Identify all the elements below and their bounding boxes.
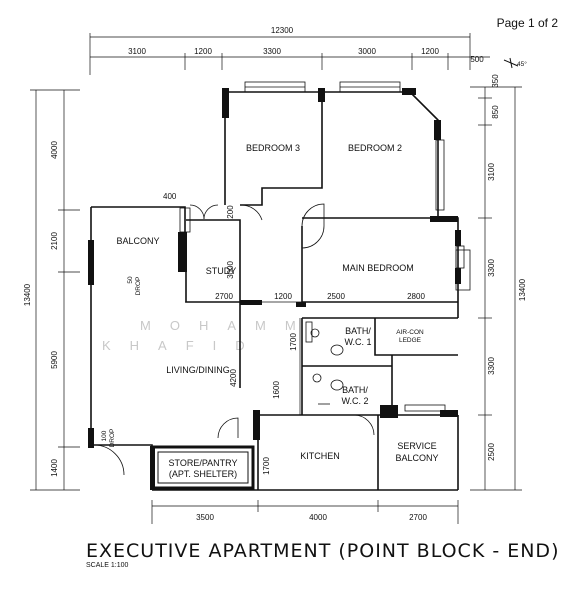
dim-in-400: 400 [163, 192, 177, 201]
dim-right-13400: 13400 [518, 278, 527, 301]
plan-title: EXECUTIVE APARTMENT (POINT BLOCK - END) [86, 540, 560, 562]
room-bath-1-line-1: BATH/ [345, 326, 371, 336]
room-labels: BEDROOM 3 BEDROOM 2 BALCONY STUDY MAIN B… [101, 143, 439, 479]
dim-in-3000: 3000 [226, 261, 235, 279]
dim-in-1200: 1200 [274, 292, 292, 301]
dim-top-500: 500 [470, 55, 484, 64]
room-kitchen: KITCHEN [300, 451, 340, 461]
room-store-pantry-line-1: STORE/PANTRY [168, 458, 237, 468]
dim-left-2100: 2100 [50, 232, 59, 250]
watermark-line-1: MOHAMM [140, 318, 315, 333]
dim-bottom-4000: 4000 [309, 513, 327, 522]
watermark-line-2: KHAFID [102, 338, 264, 353]
dim-in-1700b: 1700 [262, 457, 271, 475]
dim-left-1400: 1400 [50, 459, 59, 477]
living-drop-label: DROP [109, 429, 116, 448]
room-store-pantry-line-2: (APT. SHELTER) [169, 469, 237, 479]
dim-in-2700: 2700 [215, 292, 233, 301]
dim-right-2500: 2500 [487, 443, 496, 461]
dim-right-3100: 3100 [487, 163, 496, 181]
north-angle: 45° [517, 60, 527, 68]
dim-right-3300b: 3300 [487, 357, 496, 375]
room-study: STUDY [206, 266, 237, 276]
dim-top-total: 12300 [271, 26, 294, 35]
shelter-outer-wall [151, 445, 255, 490]
dim-right-850: 850 [491, 105, 500, 119]
dim-in-2800: 2800 [407, 292, 425, 301]
dimension-lines [30, 33, 522, 524]
dim-top-1200a: 1200 [194, 47, 212, 56]
dim-right-350: 350 [491, 74, 500, 88]
room-bedroom-2: BEDROOM 2 [348, 143, 402, 153]
aircon-ledge-line-1: AIR-CON [396, 329, 424, 336]
dim-in-2500: 2500 [327, 292, 345, 301]
dimension-labels: 12300 3100 1200 3300 3000 1200 500 4000 … [23, 26, 527, 522]
north-arrow-icon [503, 57, 519, 69]
dim-top-3300: 3300 [263, 47, 281, 56]
dim-right-3300a: 3300 [487, 259, 496, 277]
doors [93, 203, 375, 476]
dim-top-3100: 3100 [128, 47, 146, 56]
room-living-dining: LIVING/DINING [166, 365, 230, 375]
windows [179, 81, 471, 412]
room-service-balcony-line-1: SERVICE [397, 441, 436, 451]
dim-left-4000: 4000 [50, 141, 59, 159]
living-drop-value: 100 [101, 430, 108, 441]
dim-in-1600: 1600 [272, 381, 281, 399]
plan-scale: SCALE 1:100 [86, 562, 129, 569]
room-bath-2-line-2: W.C. 2 [341, 396, 368, 406]
room-main-bedroom: MAIN BEDROOM [342, 263, 414, 273]
dim-in-4200: 4200 [229, 369, 238, 387]
room-bedroom-3: BEDROOM 3 [246, 143, 300, 153]
dim-in-200: 200 [226, 205, 235, 219]
dim-bottom-3500: 3500 [196, 513, 214, 522]
shelter-inner-wall [157, 451, 249, 484]
room-bath-2-line-1: BATH/ [342, 385, 368, 395]
dim-top-1200b: 1200 [421, 47, 439, 56]
room-bath-1-line-2: W.C. 1 [344, 337, 371, 347]
room-balcony: BALCONY [116, 236, 159, 246]
dim-in-1700a: 1700 [289, 333, 298, 351]
sanitary-fixtures [305, 321, 344, 391]
balcony-drop-label: DROP [135, 277, 142, 296]
dim-top-3000: 3000 [358, 47, 376, 56]
dim-left-13400: 13400 [23, 283, 32, 306]
balcony-drop-value: 50 [127, 276, 134, 284]
dim-left-5900: 5900 [50, 351, 59, 369]
page-number: Page 1 of 2 [496, 16, 558, 30]
aircon-ledge-line-2: LEDGE [399, 337, 422, 344]
dim-bottom-2700: 2700 [409, 513, 427, 522]
room-service-balcony-line-2: BALCONY [395, 453, 438, 463]
